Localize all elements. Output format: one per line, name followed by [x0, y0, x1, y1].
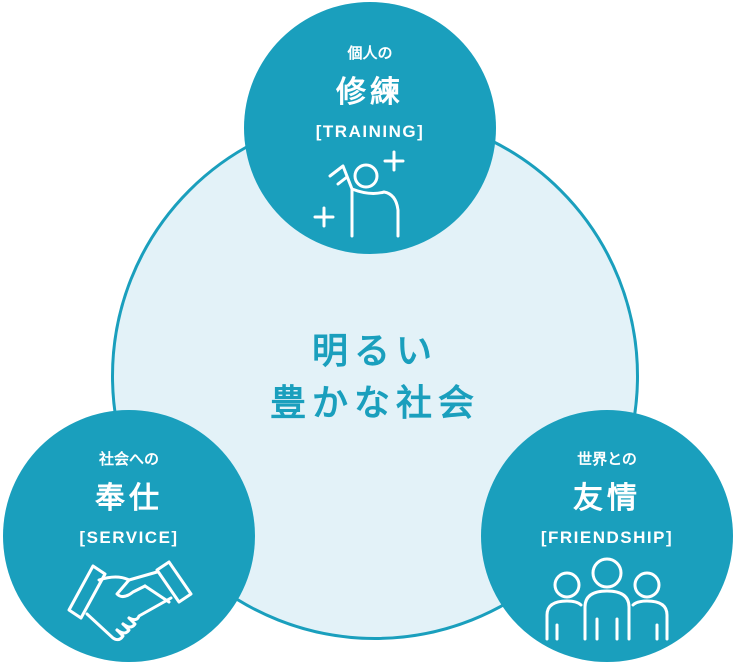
service-pre-label: 社会への [98, 450, 159, 468]
center-label-line1: 明るい [311, 331, 438, 372]
center-label-line2: 豊かな社会 [269, 383, 480, 424]
handshake-icon [67, 560, 193, 642]
training-pre-label: 個人の [347, 44, 393, 62]
friendship-title: 友情 [573, 481, 641, 516]
friendship-node: 世界との 友情 [FRIENDSHIP] [481, 410, 733, 662]
training-node: 個人の 修練 [TRAINING] [244, 2, 496, 254]
person-raising-hand-icon [313, 150, 405, 238]
friendship-pre-label: 世界との [577, 450, 637, 468]
service-title: 奉仕 [95, 481, 163, 516]
friendship-english-label: [FRIENDSHIP] [540, 528, 674, 547]
center-label: 明るい 豊かな社会 [200, 326, 550, 430]
training-english-label: [TRAINING] [315, 122, 425, 141]
training-title: 修練 [336, 75, 404, 110]
service-english-label: [SERVICE] [79, 528, 179, 547]
group-of-people-icon [545, 557, 669, 641]
service-node: 社会への 奉仕 [SERVICE] [3, 410, 255, 662]
